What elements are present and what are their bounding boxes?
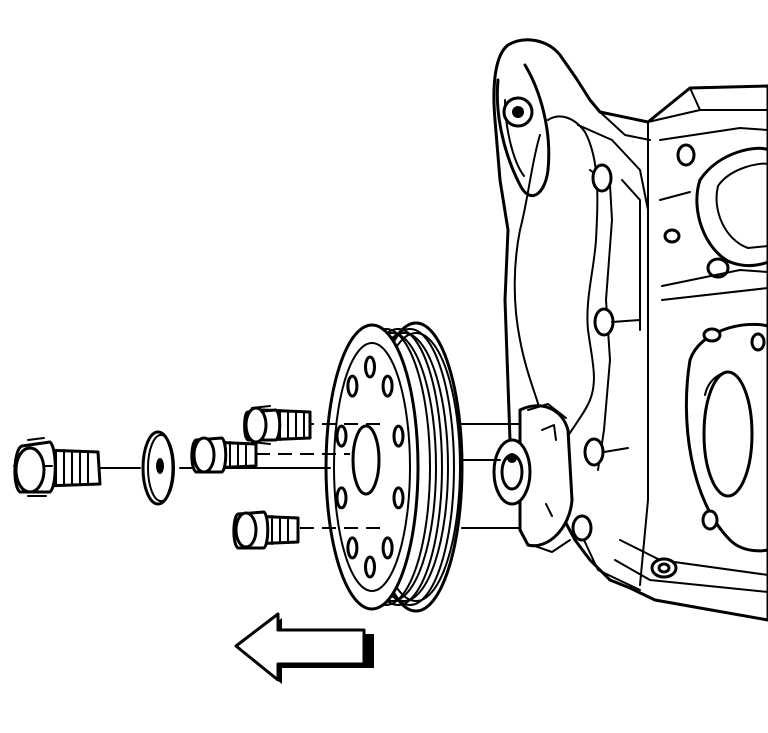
washer: [141, 430, 175, 506]
pulley-bolt-hole: [392, 424, 405, 448]
direction-arrow-left: [234, 612, 374, 684]
pulley-bolt-hole: [381, 536, 394, 560]
pulley-bolt-hole: [392, 486, 405, 510]
pulley-bolt-hole: [335, 424, 348, 448]
balancer-bolt: [13, 437, 102, 497]
pulley-bolt-middle: [190, 436, 258, 474]
pulley-bolt-lower: [232, 510, 300, 550]
pulley-bolt-hole: [364, 355, 376, 379]
pulley-bolt-hole: [346, 374, 359, 398]
pulley-bolt-hole: [346, 536, 359, 560]
pulley-bolt-upper: [243, 405, 312, 445]
pulley-bolt-hole: [381, 374, 394, 398]
pulley-bolt-hole: [335, 486, 348, 510]
crankshaft-balancer-pulley: [324, 321, 464, 613]
pulley-bolt-hole: [364, 555, 376, 579]
crankshaft-hub: [492, 403, 574, 553]
pulley-bolt-holes: [335, 355, 405, 579]
